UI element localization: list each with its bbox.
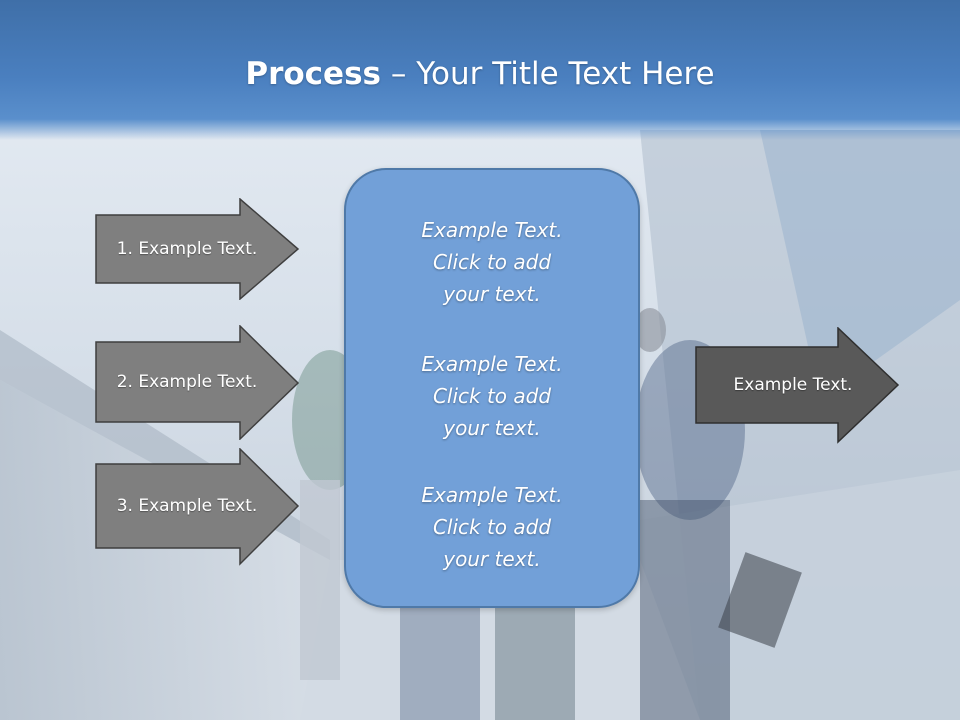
block-line: your text.	[443, 547, 541, 571]
block-line: Example Text.	[421, 218, 563, 242]
input-arrow-label: 2. Example Text.	[116, 372, 258, 392]
block-line: Click to add	[432, 515, 552, 539]
process-text-block-3[interactable]: Example Text. Click to add your text.	[346, 479, 638, 575]
arrow-shape	[95, 448, 300, 566]
process-text-block-1[interactable]: Example Text. Click to add your text.	[346, 214, 638, 310]
block-line: Click to add	[432, 250, 552, 274]
title-bold-text: Process	[245, 56, 381, 92]
process-box[interactable]: Example Text. Click to add your text. Ex…	[344, 168, 640, 608]
input-arrow-2[interactable]: 2. Example Text.	[95, 325, 300, 440]
block-line: your text.	[443, 282, 541, 306]
title-bar	[0, 0, 960, 140]
block-line: Example Text.	[421, 483, 563, 507]
input-arrow-1[interactable]: 1. Example Text.	[95, 198, 300, 300]
input-arrow-label: 3. Example Text.	[116, 496, 258, 516]
slide-title: Process – Your Title Text Here	[0, 54, 960, 94]
arrow-shape	[695, 327, 900, 444]
arrow-shape	[95, 325, 300, 440]
input-arrow-label: 1. Example Text.	[116, 239, 258, 259]
input-arrow-3[interactable]: 3. Example Text.	[95, 448, 300, 566]
output-arrow-label: Example Text.	[733, 375, 853, 395]
arrow-shape	[95, 198, 300, 300]
output-arrow[interactable]: Example Text.	[695, 327, 900, 444]
block-line: your text.	[443, 416, 541, 440]
block-line: Example Text.	[421, 352, 563, 376]
process-text-block-2[interactable]: Example Text. Click to add your text.	[346, 348, 638, 444]
block-line: Click to add	[432, 384, 552, 408]
title-rest-text: – Your Title Text Here	[381, 56, 715, 92]
